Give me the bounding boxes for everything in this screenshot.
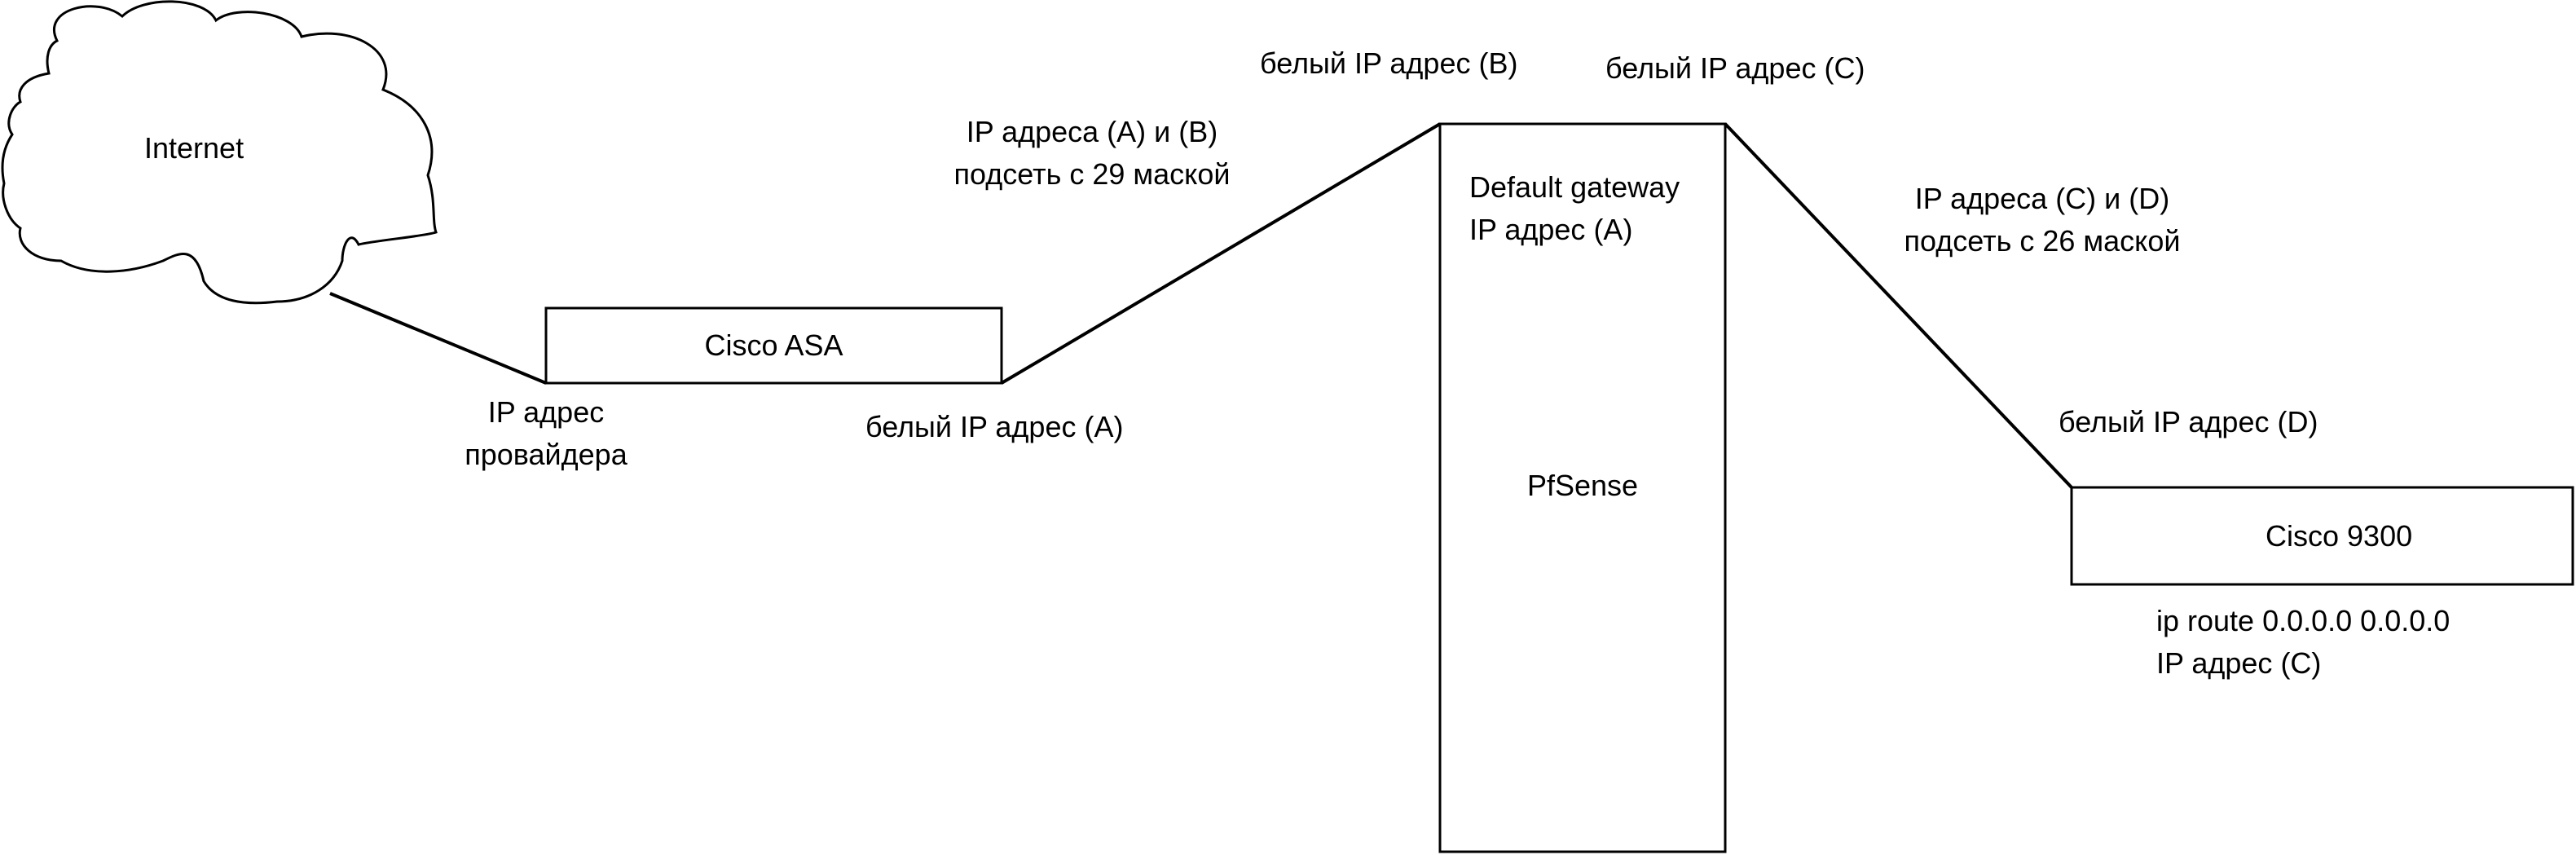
internet-cloud-shape bbox=[1, 0, 438, 305]
pfsense-9300-subnet-line1: IP адреса (C) и (D) bbox=[1914, 182, 2170, 215]
link-pfsense-9300 bbox=[1724, 122, 2073, 489]
cisco-9300-label: Cisco 9300 bbox=[2266, 519, 2413, 553]
pfsense-box bbox=[1438, 122, 1727, 853]
asa-pfsense-subnet-line1: IP адреса (A) и (B) bbox=[966, 115, 1218, 148]
link-internet-asa bbox=[329, 292, 547, 385]
cisco-9300-route-line2: IP адрес (C) bbox=[2156, 646, 2322, 680]
cisco-9300-route-line1: ip route 0.0.0.0 0.0.0.0 bbox=[2156, 604, 2451, 637]
cisco-asa-label: Cisco ASA bbox=[704, 328, 843, 362]
white-ip-b-label: белый IP адрес (B) bbox=[1260, 46, 1518, 80]
internet-label: Internet bbox=[144, 131, 244, 165]
pfsense-9300-subnet-line2: подсеть с 26 маской bbox=[1904, 224, 2181, 258]
white-ip-c-label: белый IP адрес (C) bbox=[1605, 51, 1865, 85]
provider-ip-line2: провайдера bbox=[465, 438, 627, 471]
white-ip-d-label: белый IP адрес (D) bbox=[2059, 405, 2318, 439]
link-asa-pfsense bbox=[1000, 122, 1442, 385]
pfsense-label: PfSense bbox=[1526, 469, 1639, 502]
pfsense-gateway-note-line2: IP адрес (A) bbox=[1469, 213, 1633, 246]
cisco-9300-box bbox=[2070, 486, 2574, 586]
cisco-asa-box bbox=[544, 306, 1003, 385]
asa-pfsense-subnet-line2: подсеть с 29 маской bbox=[953, 157, 1231, 191]
white-ip-a-label: белый IP адрес (A) bbox=[865, 410, 1124, 443]
provider-ip-line1: IP адрес bbox=[487, 395, 605, 429]
pfsense-gateway-note-line1: Default gateway bbox=[1469, 170, 1680, 204]
